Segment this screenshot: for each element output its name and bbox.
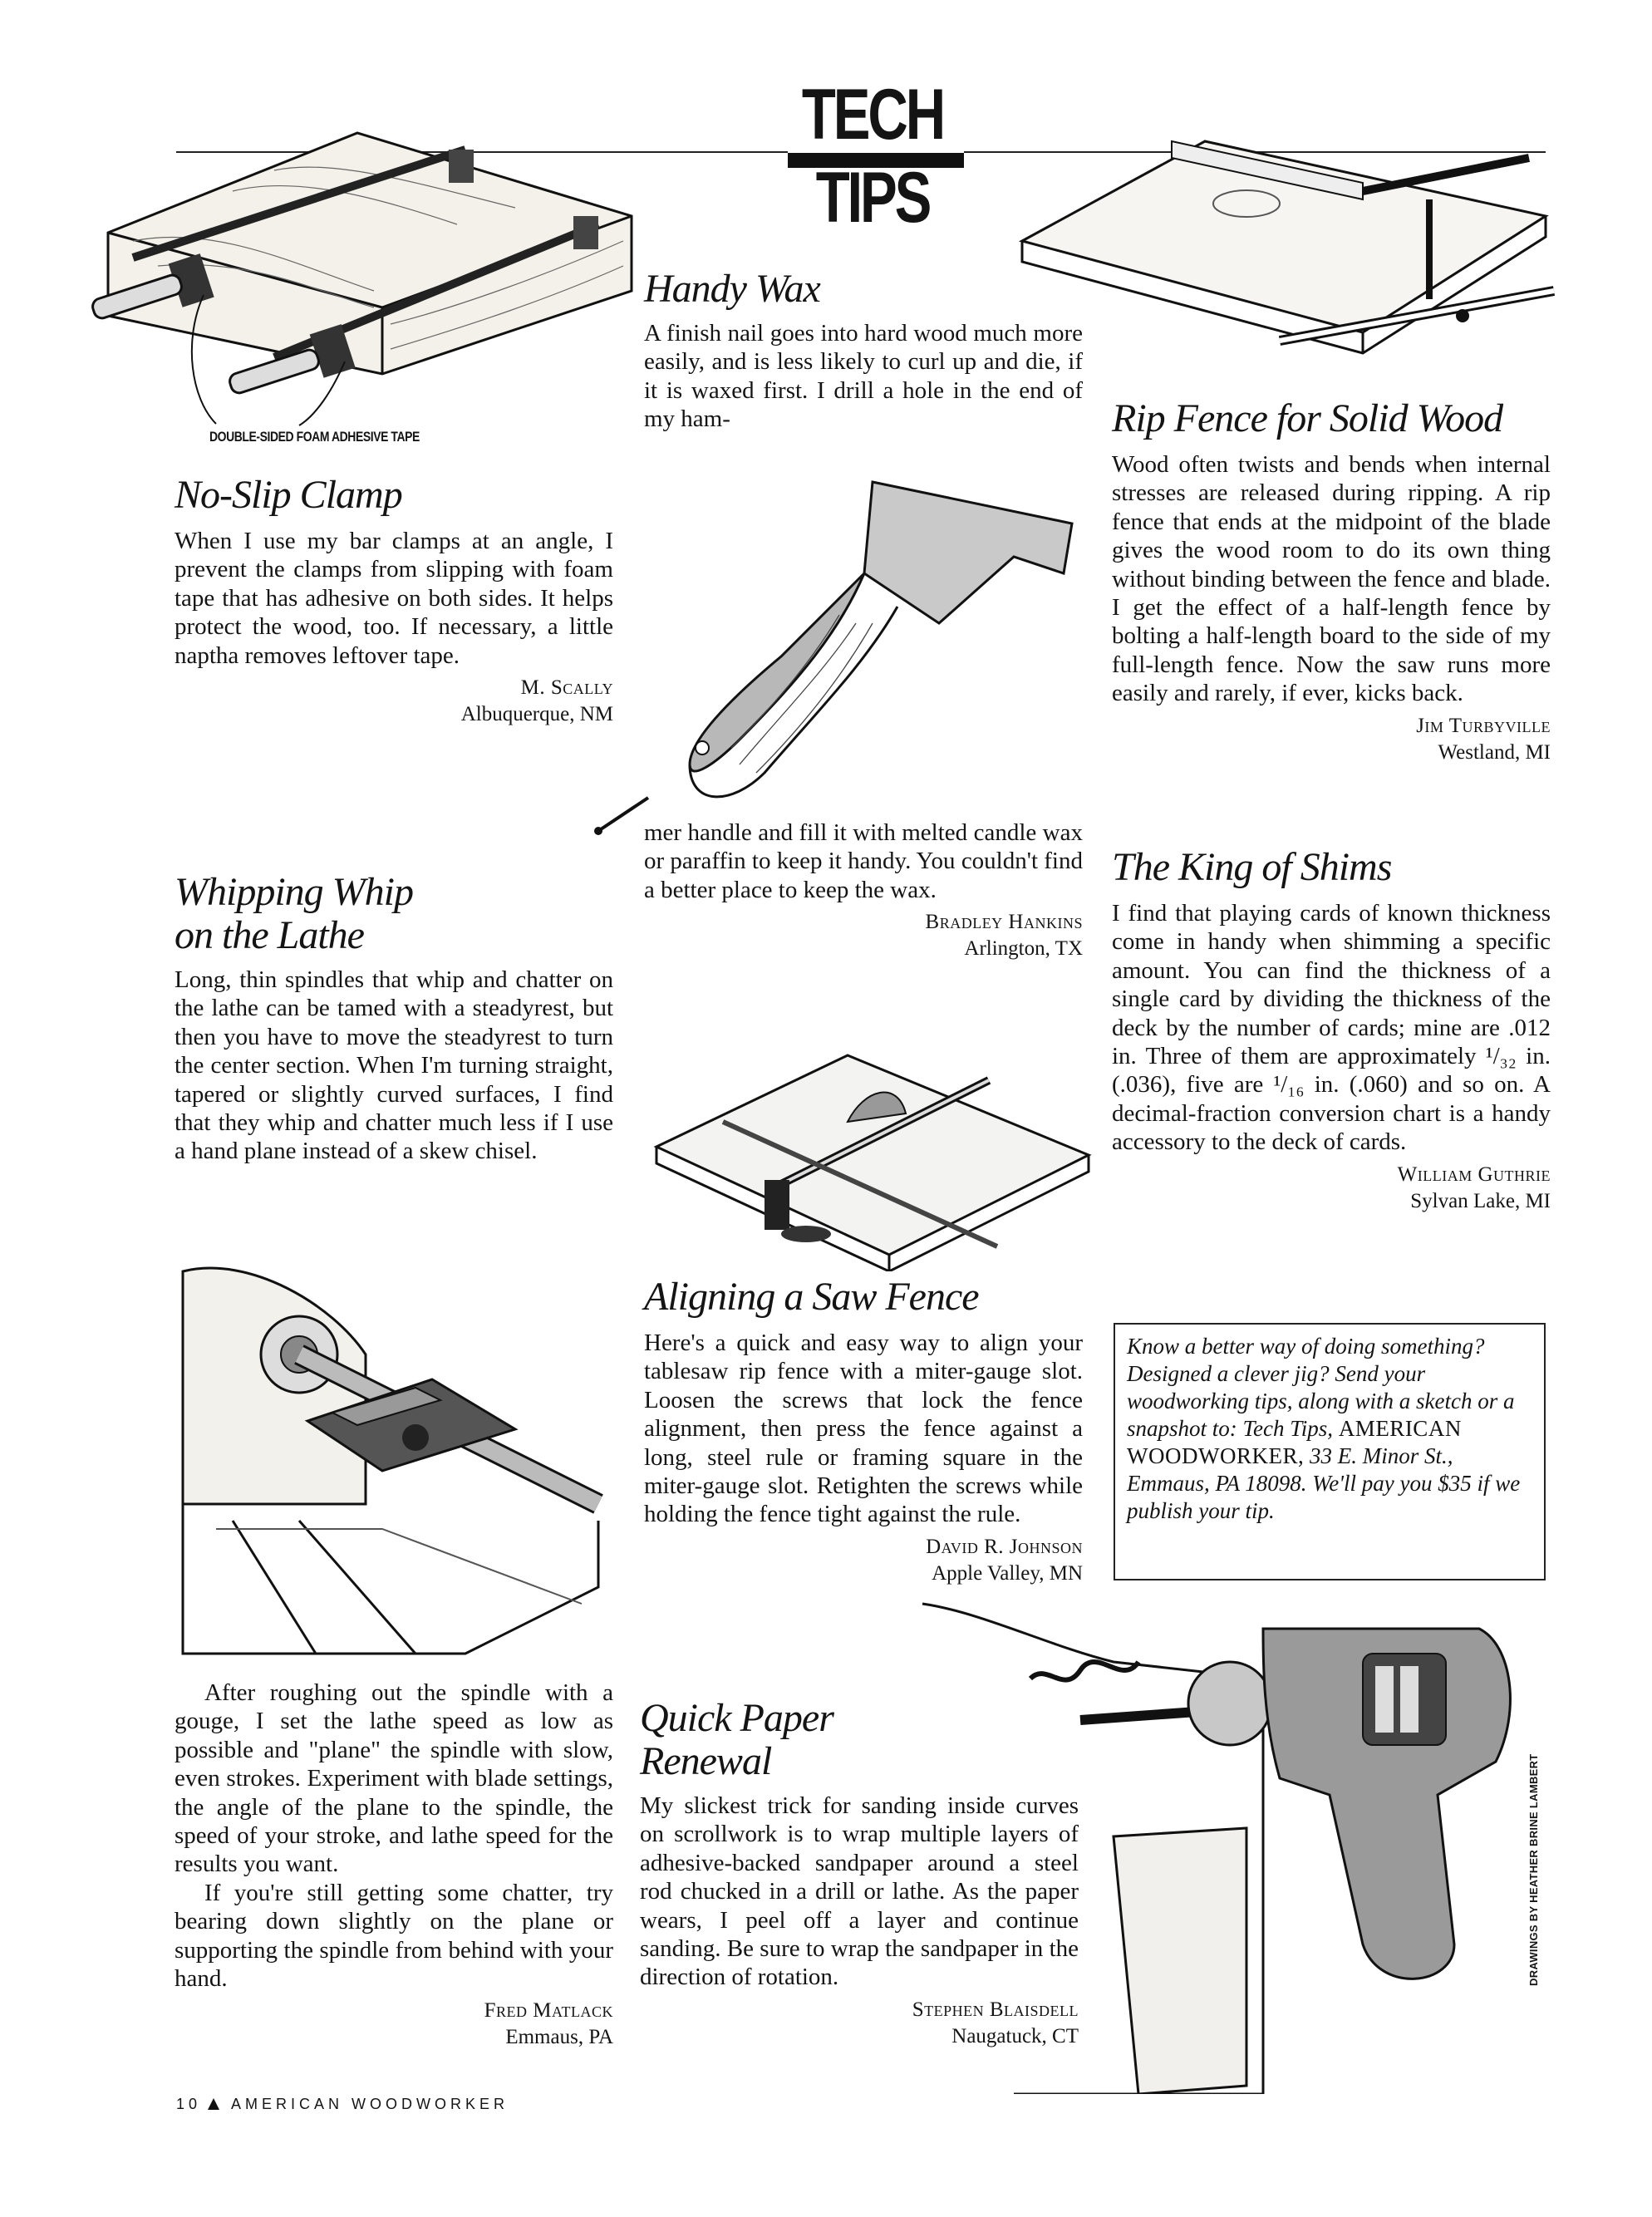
rip-fence-table-illustration [1014, 125, 1562, 391]
clamp-figure-caption: DOUBLE-SIDED FOAM ADHESIVE TAPE [209, 429, 420, 445]
article-whipping-whip: Whipping Whip on the Lathe Long, thin sp… [175, 871, 613, 1166]
publication-name: AMERICAN WOODWORKER [231, 2096, 509, 2112]
drill-sanding-rod-illustration [914, 1595, 1529, 2094]
tip-box-text-2: 33 E. Minor St., Emmaus, PA 18098. We'll… [1127, 1443, 1521, 1523]
article-byline: William Guthrie Sylvan Lake, MI [1112, 1162, 1551, 1215]
article-rip-fence: Rip Fence for Solid Wood Wood often twis… [1112, 397, 1551, 766]
article-byline: Stephen Blaisdell Naugatuck, CT [640, 1997, 1079, 2050]
page-number: 10 [176, 2096, 202, 2112]
illustration-credit-text: DRAWINGS BY HEATHER BRINE LAMBERT [1527, 1753, 1540, 1986]
author-location: Sylvan Lake, MI [1410, 1189, 1551, 1212]
article-body-part-1: Long, thin spindles that whip and chatte… [175, 966, 613, 1165]
author-name: Jim Turbyville [1416, 714, 1551, 737]
article-body-part-2: After roughing out the spindle with a go… [175, 1679, 613, 1878]
article-byline: M. Scally Albuquerque, NM [175, 675, 613, 728]
article-title: Rip Fence for Solid Wood [1112, 396, 1503, 440]
hammer-illustration [565, 465, 1097, 848]
author-name: M. Scally [520, 676, 613, 700]
author-name: David R. Johnson [926, 1535, 1083, 1558]
author-name: William Guthrie [1397, 1163, 1551, 1186]
article-body-part-2: mer handle and fill it with melted candl… [644, 819, 1083, 903]
article-body-part-1: A finish nail goes into hard wood much m… [644, 320, 1083, 433]
article-king-of-shims: The King of Shims I find that playing ca… [1112, 846, 1551, 1215]
article-no-slip-clamp: No-Slip Clamp When I use my bar clamps a… [175, 474, 613, 728]
article-body-part-3: If you're still getting some chatter, tr… [175, 1879, 613, 1993]
article-handy-wax: Handy Wax A finish nail goes into hard w… [644, 268, 1083, 434]
illustration-credit: DRAWINGS BY HEATHER BRINE LAMBERT [1527, 1712, 1546, 1986]
article-byline: Jim Turbyville Westland, MI [1112, 713, 1551, 766]
article-title: Handy Wax [644, 267, 821, 311]
article-body: Wood often twists and bends when interna… [1112, 451, 1551, 707]
author-name: Fred Matlack [484, 1999, 613, 2023]
triangle-icon [208, 2098, 220, 2110]
title-underline-bar [788, 153, 964, 168]
author-location: Apple Valley, MN [932, 1561, 1083, 1585]
article-byline: Fred Matlack Emmaus, PA [175, 1998, 613, 2051]
article-body: My slickest trick for sanding inside cur… [640, 1792, 1079, 1991]
article-title: No-Slip Clamp [175, 473, 403, 517]
author-name: Stephen Blaisdell [912, 1998, 1079, 2021]
tip-box-text-1: Know a better way of doing something? De… [1127, 1334, 1515, 1441]
page-title: TECH TIPS [801, 75, 946, 238]
tablesaw-fence-illustration [640, 1022, 1105, 1271]
article-body: When I use my bar clamps at an angle, I … [175, 528, 613, 669]
bar-clamp-illustration [83, 125, 648, 432]
author-location: Emmaus, PA [505, 2026, 613, 2049]
author-location: Westland, MI [1438, 740, 1551, 764]
author-name: Bradley Hankins [925, 911, 1083, 934]
article-handy-wax-continued: mer handle and fill it with melted candl… [644, 818, 1083, 962]
article-title: The King of Shims [1112, 845, 1392, 889]
author-location: Albuquerque, NM [460, 703, 613, 726]
article-byline: Bradley Hankins Arlington, TX [644, 909, 1083, 962]
lathe-hand-plane-illustration [166, 1255, 615, 1687]
article-title-line-2: on the Lathe [175, 913, 365, 957]
author-location: Arlington, TX [964, 937, 1083, 961]
article-byline: David R. Johnson Apple Valley, MN [644, 1534, 1083, 1587]
article-whipping-whip-continued: After roughing out the spindle with a go… [175, 1679, 613, 2051]
article-title: Aligning a Saw Fence [644, 1275, 980, 1319]
article-body: I find that playing cards of known thick… [1112, 900, 1551, 1156]
page-footer: 10 AMERICAN WOODWORKER [176, 2096, 509, 2113]
article-title-line-1: Whipping Whip [175, 870, 414, 914]
article-saw-fence: Aligning a Saw Fence Here's a quick and … [644, 1276, 1083, 1587]
article-body: Here's a quick and easy way to align you… [644, 1330, 1083, 1528]
article-title-line-2: Renewal [640, 1739, 772, 1783]
header-rule-left [176, 151, 788, 153]
article-quick-paper: Quick Paper Renewal My slickest trick fo… [640, 1697, 1079, 2050]
article-title-line-1: Quick Paper [640, 1696, 834, 1740]
submit-tip-box: Know a better way of doing something? De… [1114, 1323, 1546, 1580]
author-location: Naugatuck, CT [951, 2024, 1079, 2047]
tip-box-magazine: AMERICAN WOODWORKER, [1127, 1416, 1462, 1468]
